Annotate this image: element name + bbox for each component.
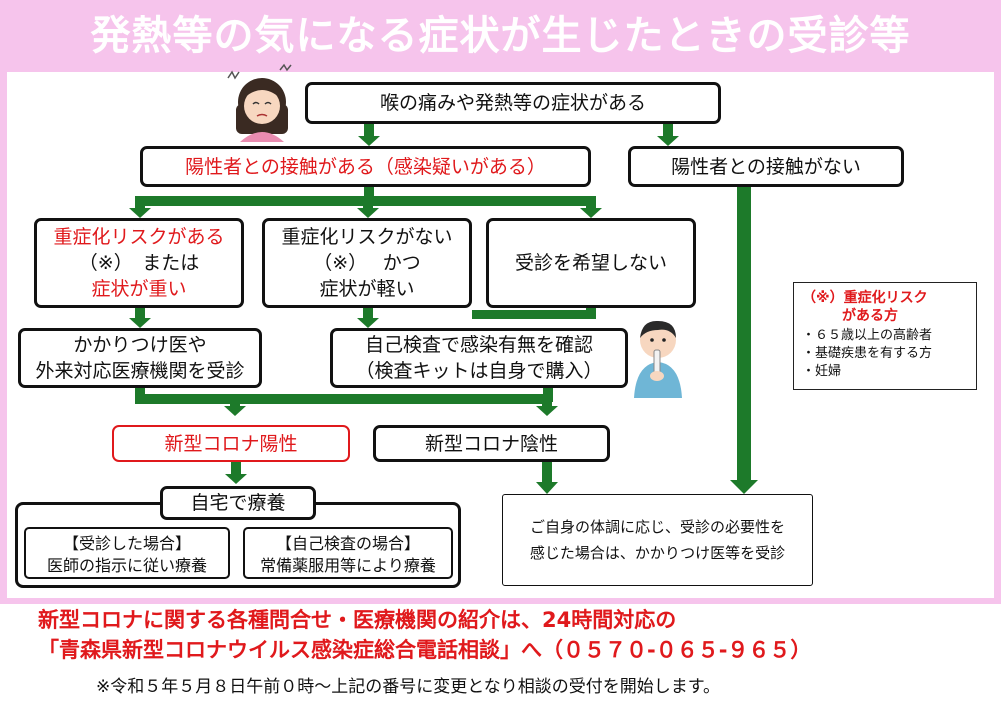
case-self-box: 【自己検査の場合】 常備薬服用等により療養	[243, 527, 453, 579]
negative-box: 新型コロナ陰性	[373, 425, 610, 462]
clinic-box: かかりつけ医や 外来対応医療機関を受診	[18, 328, 262, 388]
risk-note-title1: （※）重症化リスク	[802, 290, 928, 306]
footnote: ※令和５年５月８日午前０時～上記の番号に変更となり相談の受付を開始します。	[96, 677, 721, 697]
risk-note-item: ・妊婦	[802, 364, 842, 379]
negative-advice-line2: 感じた場合は、かかりつけ医等を受診	[529, 544, 786, 562]
contact-yes-box: 陽性者との接触がある（感染疑いがある）	[140, 146, 591, 187]
risk-low-box: 重症化リスクがない （※） かつ 症状が軽い	[262, 218, 472, 308]
page-title: 発熱等の気になる症状が生じたときの受診等	[90, 13, 911, 59]
negative-advice-box: ご自身の体調に応じ、受診の必要性を 感じた場合は、かかりつけ医等を受診	[502, 494, 813, 586]
contact-no-box: 陽性者との接触がない	[628, 146, 904, 187]
positive-box: 新型コロナ陽性	[112, 425, 350, 462]
risk-note-item: ・６５歳以上の高齢者	[802, 328, 933, 343]
risk-high-line1: 重症化リスクがある	[53, 226, 225, 248]
positive-text: 新型コロナ陽性	[164, 432, 298, 455]
case-visit-box: 【受診した場合】 医師の指示に従い療養	[24, 527, 230, 579]
symptom-box: 喉の痛みや発熱等の症状がある	[305, 82, 721, 124]
contact-no-text: 陽性者との接触がない	[671, 155, 861, 178]
symptom-text: 喉の痛みや発熱等の症状がある	[379, 92, 646, 114]
no-visit-text: 受診を希望しない	[514, 252, 667, 274]
risk-note: （※）重症化リスク がある方 ・６５歳以上の高齢者 ・基礎疾患を有する方 ・妊婦	[793, 282, 977, 390]
case-visit-line2: 医師の指示に従い療養	[46, 556, 207, 575]
risk-high-box: 重症化リスクがある （※） または 症状が重い	[34, 218, 244, 308]
case-self-line2: 常備薬服用等により療養	[260, 556, 436, 575]
home-care-text: 自宅で療養	[190, 492, 286, 514]
selftest-box: 自己検査で感染有無を確認 （検査キットは自身で購入）	[330, 328, 628, 388]
negative-text: 新型コロナ陰性	[424, 432, 558, 455]
home-care-box: 自宅で療養	[160, 486, 316, 520]
contact-yes-text: 陽性者との接触がある（感染疑いがある）	[185, 155, 546, 178]
sick-person-icon	[227, 63, 292, 142]
case-self-line1: 【自己検査の場合】	[275, 534, 420, 553]
contact-info-line1: 新型コロナに関する各種問合せ・医療機関の紹介は、24時間対応の	[38, 608, 677, 632]
risk-low-line1: 重症化リスクがない	[281, 226, 453, 248]
risk-low-line2: （※） かつ	[313, 252, 421, 274]
no-visit-box: 受診を希望しない	[486, 218, 696, 308]
selftest-line1: 自己検査で感染有無を確認	[364, 334, 593, 356]
selftest-line2: （検査キットは自身で購入）	[355, 360, 603, 382]
risk-high-line2: （※） または	[78, 252, 200, 274]
risk-note-title2: がある方	[842, 308, 898, 324]
risk-note-list: ・６５歳以上の高齢者 ・基礎疾患を有する方 ・妊婦	[802, 327, 968, 381]
clinic-line1: かかりつけ医や	[73, 334, 207, 356]
case-visit-line1: 【受診した場合】	[62, 534, 191, 553]
test-kit-person-icon	[634, 320, 682, 398]
risk-high-line3: 症状が重い	[91, 278, 187, 300]
risk-note-item: ・基礎疾患を有する方	[802, 346, 933, 361]
clinic-line2: 外来対応医療機関を受診	[35, 360, 245, 382]
risk-low-line3: 症状が軽い	[319, 278, 415, 300]
contact-info-line2: 「青森県新型コロナウイルス感染症総合電話相談」へ（０５７０-０６５-９６５）	[38, 638, 812, 662]
negative-advice-line1: ご自身の体調に応じ、受診の必要性を	[529, 518, 785, 536]
